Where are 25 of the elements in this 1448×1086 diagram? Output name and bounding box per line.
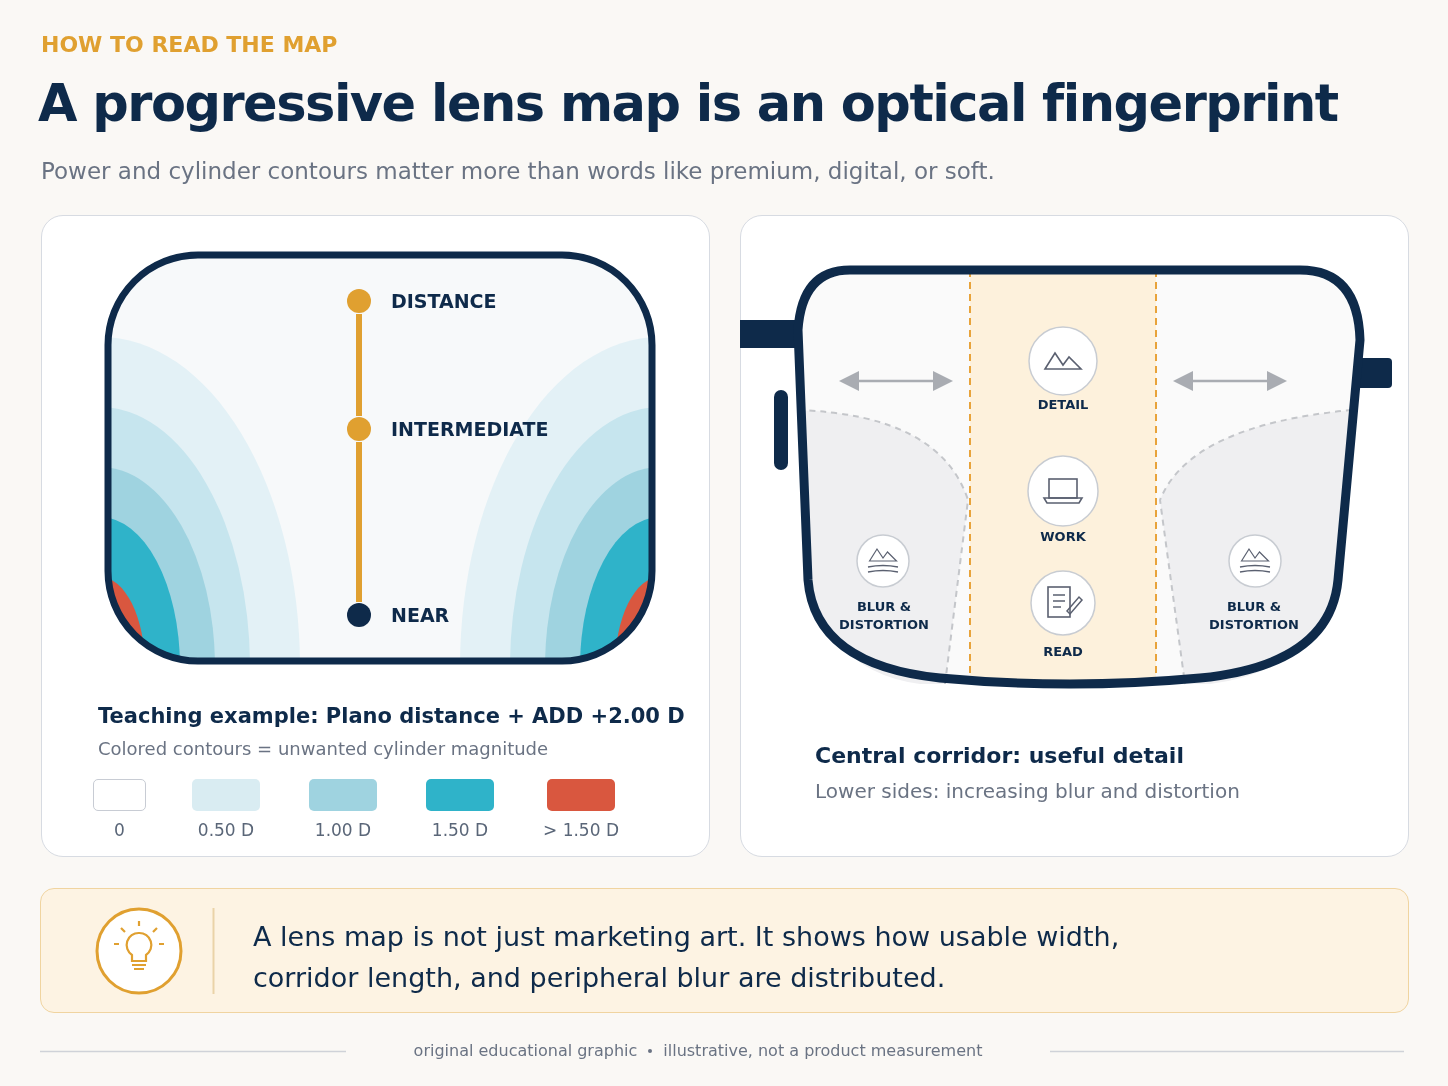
caption-text: Lower sides: increasing blur and distortion bbox=[815, 779, 1240, 803]
node-label: INTERMEDIATE bbox=[391, 418, 549, 440]
subtitle-text: Power and cylinder contours matter more than words like premium, digital, or soft. bbox=[41, 158, 995, 184]
eyebrow-text: HOW TO READ THE MAP bbox=[41, 32, 338, 57]
node-label: DISTANCE bbox=[391, 290, 497, 312]
title-text: A progressive lens map is an optical fingerprint bbox=[38, 74, 1338, 133]
connector-line bbox=[356, 314, 362, 416]
icon-label: BLUR & DISTORTION bbox=[838, 598, 930, 634]
legend-label: 1.00 D bbox=[313, 820, 373, 840]
connector-line bbox=[356, 442, 362, 602]
tip-text: A lens map is not just marketing art. It shows how usable width, corridor length, and peripheral blur are distributed. bbox=[253, 920, 1121, 995]
footer-text: original educational graphic bbox=[413, 1041, 638, 1060]
panel-heading: Central corridor: useful detail bbox=[815, 743, 1184, 768]
icon-label: READ bbox=[1042, 643, 1084, 661]
legend-label: 0.50 D bbox=[196, 820, 256, 840]
icon-label: DETAIL bbox=[1036, 396, 1090, 414]
footer-text: illustrative, not a product measurement bbox=[663, 1041, 983, 1060]
icon-label: WORK bbox=[1039, 528, 1087, 546]
example-heading: Teaching example: Plano distance + ADD +2.00 D bbox=[98, 704, 685, 728]
caption-text: Colored contours = unwanted cylinder magnitude bbox=[98, 738, 549, 759]
legend-label: 1.50 D bbox=[430, 820, 490, 840]
legend-label: > 1.50 D bbox=[542, 820, 620, 840]
legend-label: 0 bbox=[113, 820, 126, 840]
icon-label: BLUR & DISTORTION bbox=[1208, 598, 1300, 634]
node-label: NEAR bbox=[391, 604, 450, 626]
